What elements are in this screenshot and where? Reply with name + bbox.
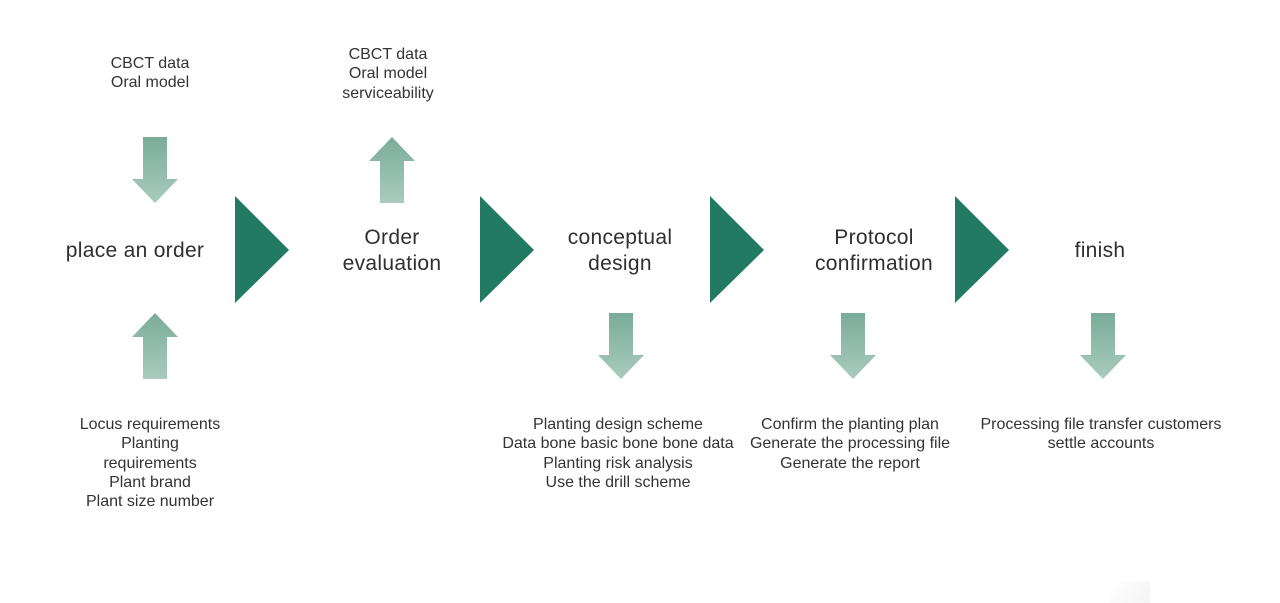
stage-order-evaluation: Order evaluation [302, 225, 482, 277]
stage-label-line: Order [364, 226, 420, 249]
note-line: Planting risk analysis [543, 454, 693, 472]
note-line: CBCT data [348, 46, 428, 63]
note-line: Locus requirements [79, 416, 221, 433]
note-line: Plant size number [85, 493, 215, 511]
note-line: Plant brand [109, 473, 191, 491]
down-arrow-icon [830, 313, 876, 379]
stage-label-line: design [588, 252, 652, 275]
note-line: Planting [121, 435, 179, 453]
stage-finish: finish [1040, 238, 1160, 264]
stage-label-line: confirmation [815, 252, 933, 275]
up-arrow-icon [369, 137, 415, 203]
chevron-shape [955, 196, 1009, 303]
design-output-notes: Planting design scheme Data bone basic b… [478, 415, 758, 492]
chevron-arrow-3 [710, 196, 764, 303]
stage-label: Order evaluation [302, 225, 482, 277]
chevron-shape [480, 196, 534, 303]
chevron-arrow-4 [955, 196, 1009, 303]
chevron-arrow-2 [480, 196, 534, 303]
stage-label: Protocol confirmation [784, 225, 964, 277]
stage-label-line: Protocol [834, 226, 914, 249]
stage-label-line: evaluation [342, 252, 442, 275]
stage-protocol-confirmation: Protocol confirmation [784, 225, 964, 277]
stage-conceptual-design: conceptual design [530, 225, 710, 277]
down-arrow-icon [598, 313, 644, 379]
note-line: Processing file transfer customers [980, 416, 1222, 433]
up-arrow-icon [132, 313, 178, 379]
note-line: Oral model [110, 74, 190, 92]
finish-output-notes: Processing file transfer customers settl… [968, 415, 1234, 454]
stage-label-line: conceptual [567, 226, 673, 249]
chevron-shape [235, 196, 289, 303]
stage-place-an-order: place an order [40, 238, 230, 264]
evaluation-output-notes: CBCT data Oral model serviceability [298, 45, 478, 103]
down-arrow-icon [1080, 313, 1126, 379]
note-line: Confirm the planting plan [761, 416, 939, 433]
order-requirement-notes: Locus requirements Planting requirements… [55, 415, 245, 511]
note-line: serviceability [342, 84, 434, 102]
note-line: Generate the report [780, 454, 920, 472]
note-line: requirements [103, 454, 197, 472]
corner-shade [1110, 581, 1150, 603]
chevron-arrow-1 [235, 196, 289, 303]
note-line: Planting design scheme [533, 416, 703, 433]
note-line: Oral model [348, 65, 428, 83]
note-line: Use the drill scheme [545, 473, 691, 491]
confirmation-output-notes: Confirm the planting plan Generate the p… [740, 415, 960, 473]
note-line: settle accounts [1047, 435, 1155, 453]
stage-label: finish [1074, 239, 1126, 262]
order-input-notes: CBCT data Oral model [60, 54, 240, 93]
stage-label: place an order [65, 239, 205, 262]
chevron-shape [710, 196, 764, 303]
stage-label: conceptual design [530, 225, 710, 277]
note-line: Generate the processing file [749, 435, 951, 453]
note-line: Data bone basic bone bone data [502, 435, 734, 453]
note-line: CBCT data [110, 55, 190, 72]
down-arrow-icon [132, 137, 178, 203]
